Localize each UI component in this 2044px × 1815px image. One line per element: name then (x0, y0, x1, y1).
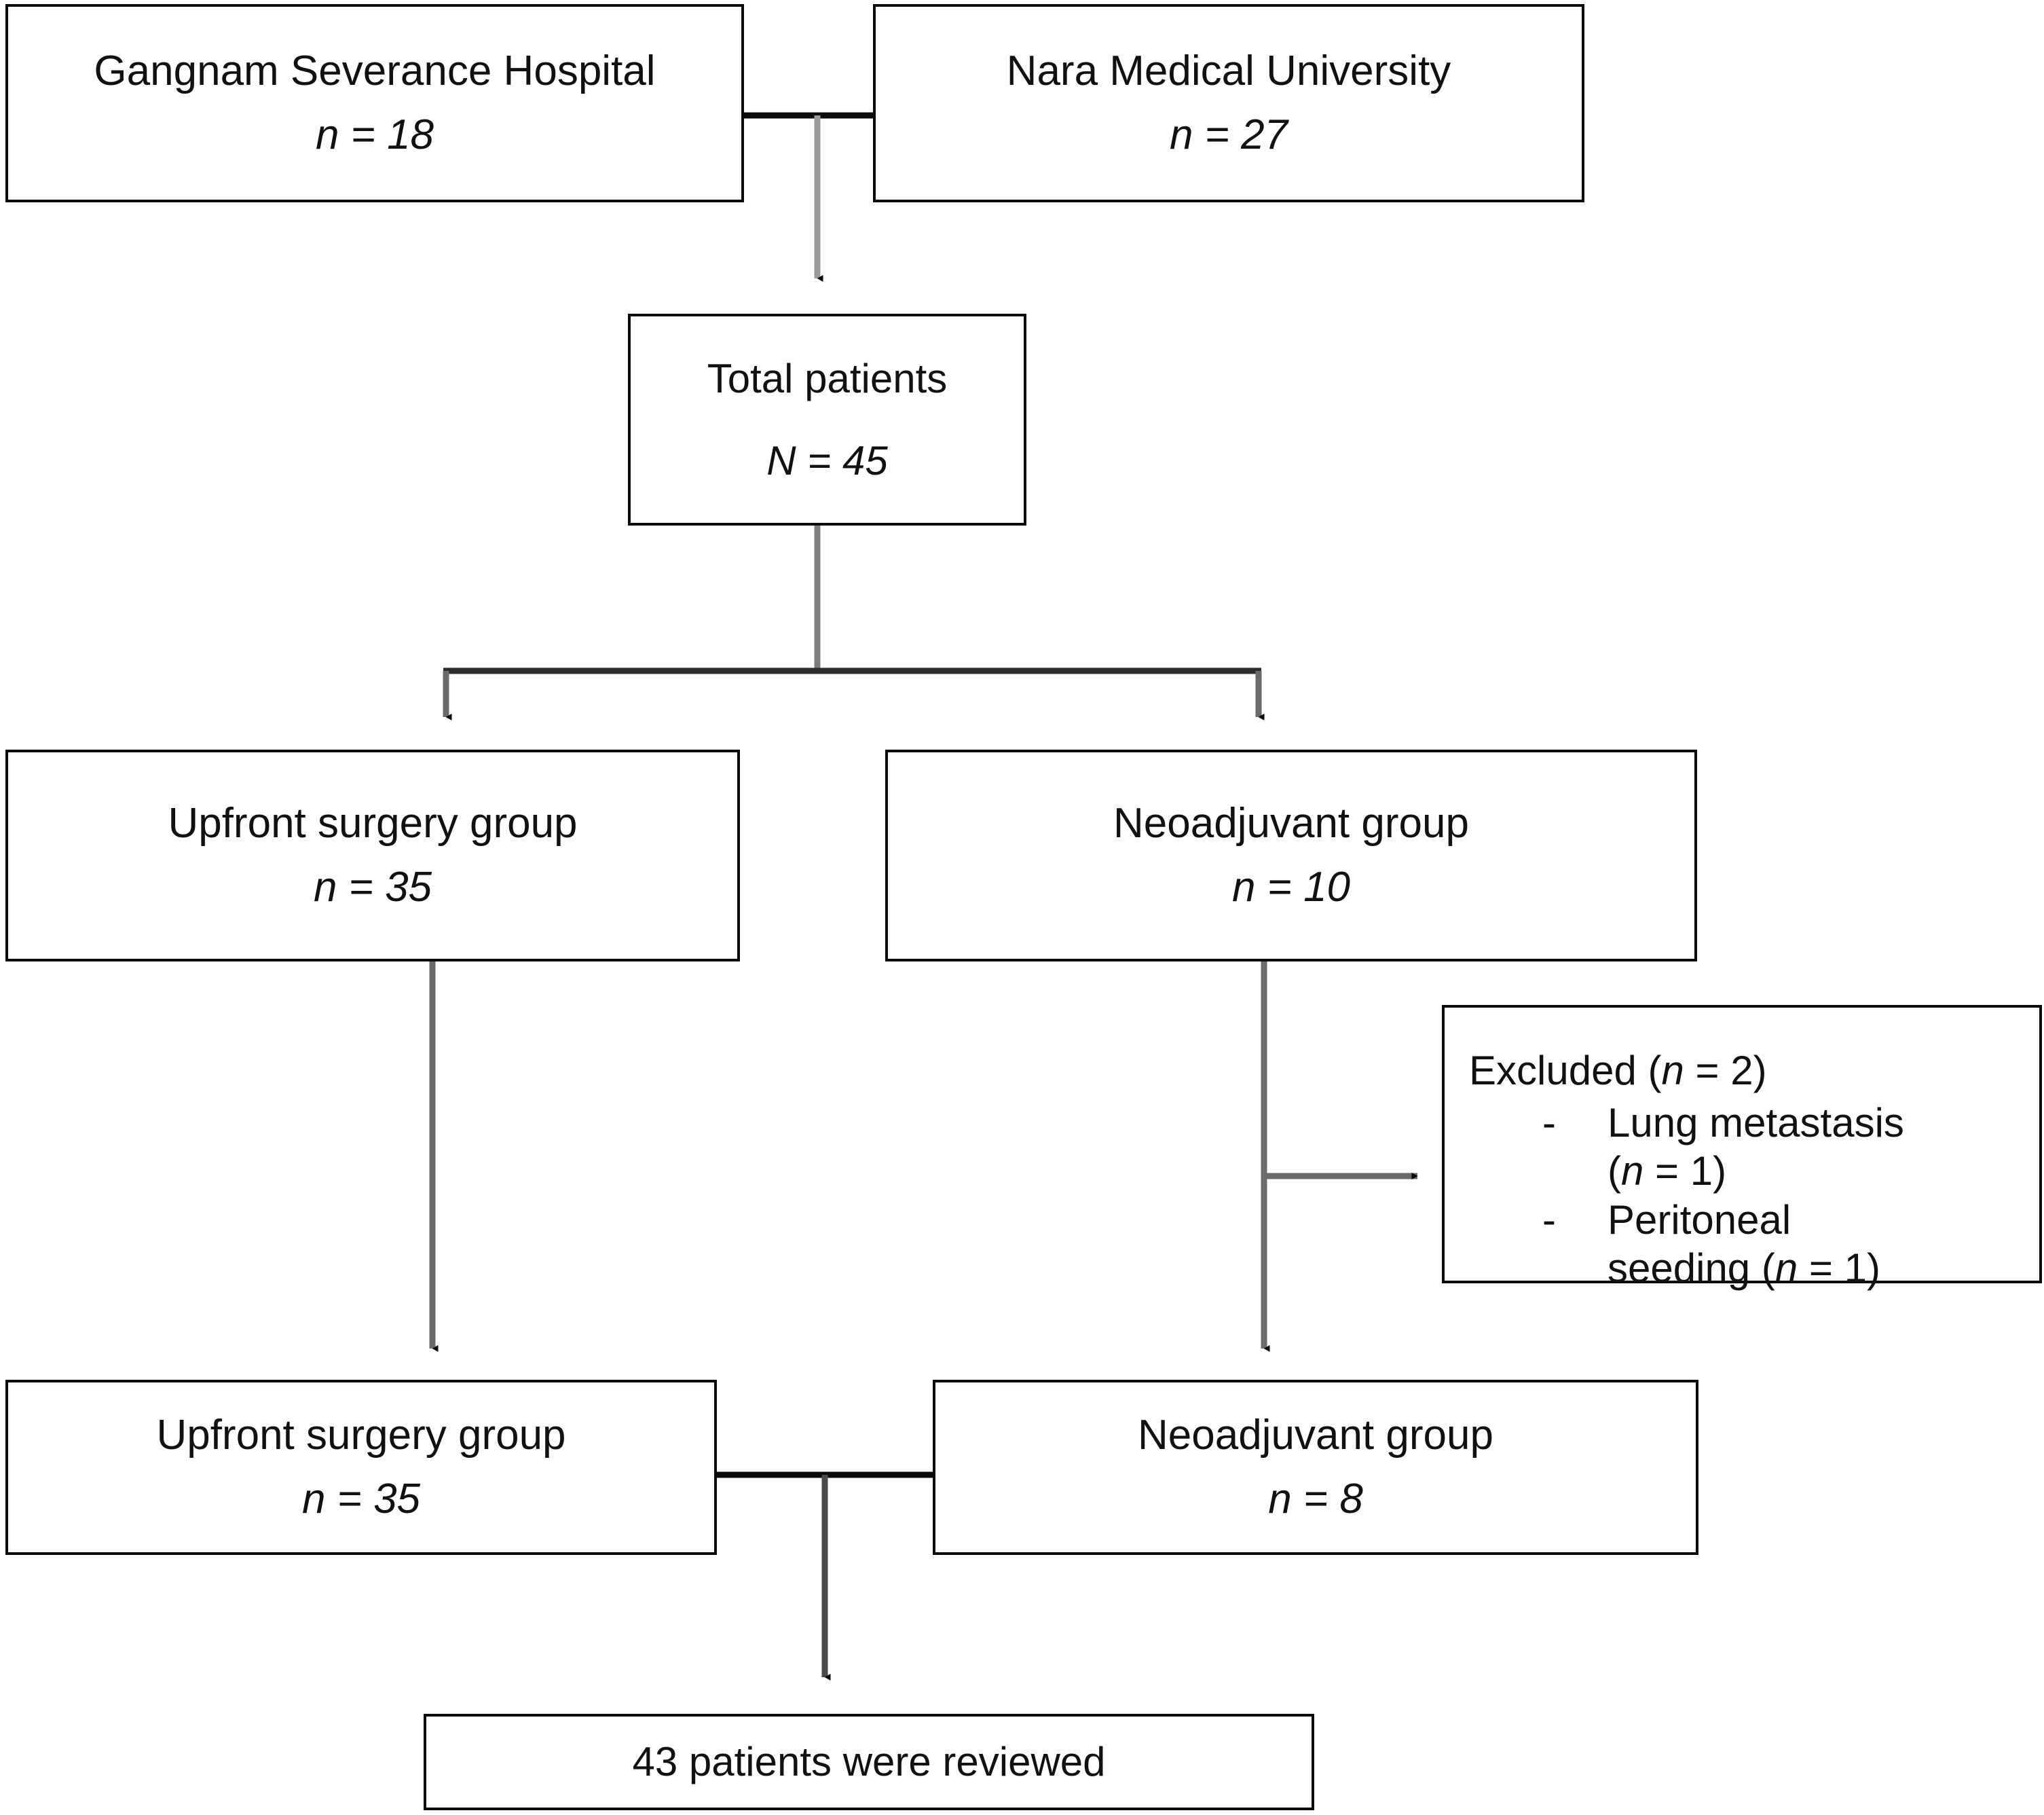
node-label: Neoadjuvant group (1113, 800, 1469, 847)
node-label: Upfront surgery group (168, 800, 578, 847)
node-patients-reviewed[interactable]: 43 patients were reviewed (424, 1714, 1314, 1810)
node-label: Upfront surgery group (156, 1412, 566, 1459)
excluded-header: Excluded (n = 2) (1469, 1048, 1767, 1093)
node-excluded[interactable]: Excluded (n = 2) - Lung metastasis (n = … (1442, 1005, 2042, 1291)
node-label: Gangnam Severance Hospital (94, 48, 656, 95)
excluded-item-count: seeding (n = 1) (1608, 1245, 1880, 1291)
node-upfront-surgery-group-final[interactable]: Upfront surgery group n = 35 (5, 1380, 717, 1555)
excluded-list-item: - Peritoneal seeding (n = 1) (1542, 1196, 2022, 1293)
node-count: n = 27 (1169, 111, 1288, 158)
node-neoadjuvant-group-initial[interactable]: Neoadjuvant group n = 10 (885, 750, 1697, 961)
node-total-patients[interactable]: Total patients N = 45 (628, 314, 1026, 526)
bullet-dash-icon: - (1542, 1197, 1556, 1243)
node-count: n = 8 (1268, 1475, 1363, 1522)
node-neoadjuvant-group-final[interactable]: Neoadjuvant group n = 8 (933, 1380, 1698, 1555)
node-count: n = 35 (313, 864, 432, 911)
excluded-item-text: Peritoneal (1608, 1197, 1791, 1243)
node-count: n = 18 (315, 111, 434, 158)
excluded-list-item: - Lung metastasis (n = 1) (1542, 1099, 2022, 1196)
node-label: Nara Medical University (1006, 48, 1451, 95)
node-count: n = 35 (301, 1475, 421, 1522)
connector-total-split (443, 526, 1265, 720)
node-label: Total patients (707, 355, 948, 401)
excluded-item-text: Lung metastasis (1608, 1099, 1904, 1145)
bullet-dash-icon: - (1542, 1099, 1556, 1145)
node-label: 43 patients were reviewed (632, 1739, 1106, 1785)
node-count: N = 45 (766, 438, 888, 483)
node-nara-medical-university[interactable]: Nara Medical University n = 27 (873, 4, 1584, 202)
excluded-item-count: (n = 1) (1608, 1148, 1727, 1194)
node-gangnam-severance-hospital[interactable]: Gangnam Severance Hospital n = 18 (5, 4, 744, 202)
node-count: n = 10 (1231, 864, 1351, 911)
node-label: Neoadjuvant group (1138, 1412, 1493, 1459)
connector-final-merge (714, 1471, 935, 1681)
node-upfront-surgery-group-initial[interactable]: Upfront surgery group n = 35 (5, 750, 740, 961)
